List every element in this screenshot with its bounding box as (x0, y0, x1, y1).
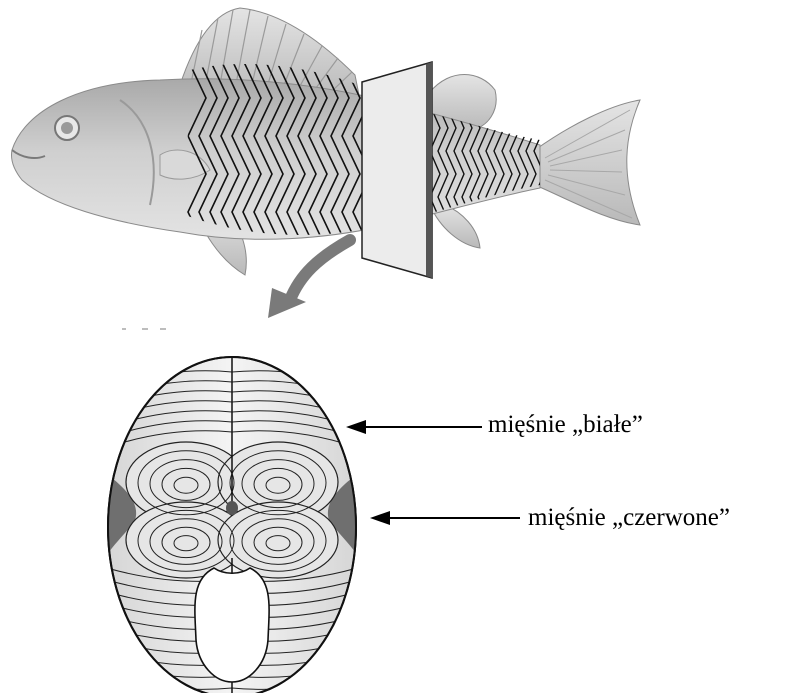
label-red-muscles: mięśnie „czerwone” (528, 505, 730, 530)
label-white-muscles: mięśnie „białe” (488, 412, 643, 437)
cutting-plane (362, 62, 432, 278)
tail-fin (535, 100, 640, 225)
curved-arrow (268, 240, 350, 318)
scan-artifacts (122, 328, 166, 330)
body-cavity (195, 568, 269, 682)
pointer-arrow-red (370, 511, 520, 525)
fish-illustration (11, 8, 640, 278)
pointer-arrow-white (346, 420, 482, 434)
spinal-cord (226, 501, 238, 515)
fish-cross-section (100, 357, 364, 693)
